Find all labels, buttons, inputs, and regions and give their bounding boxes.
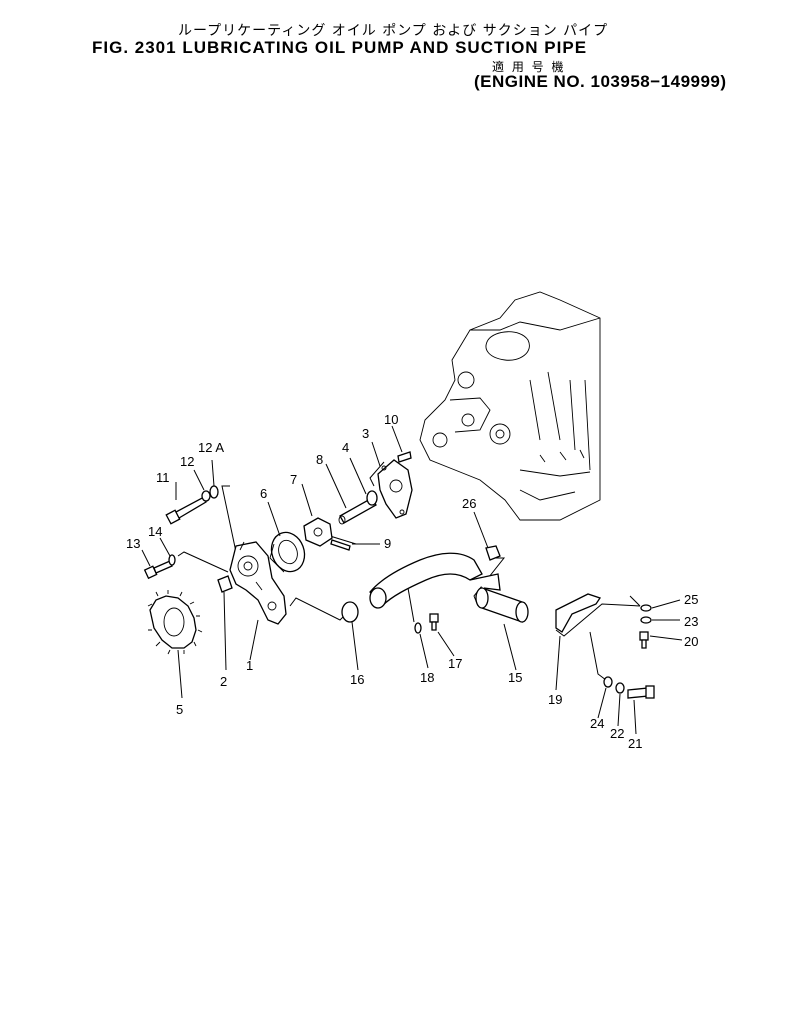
part-18-washer bbox=[414, 622, 422, 634]
callout-26: 26 bbox=[462, 496, 476, 511]
callout-7: 7 bbox=[290, 472, 297, 487]
part-23-washer bbox=[640, 616, 652, 624]
part-3-cover bbox=[377, 459, 413, 519]
part-7-inner-rotor bbox=[303, 517, 333, 547]
callout-21: 21 bbox=[628, 736, 642, 751]
callout-labels: 1 2 3 4 5 6 7 8 9 10 11 12 12 A 13 14 15… bbox=[126, 412, 698, 751]
callout-1: 1 bbox=[246, 658, 253, 673]
part-6-outer-rotor bbox=[269, 531, 306, 573]
callout-20: 20 bbox=[684, 634, 698, 649]
part-17-bolt bbox=[429, 613, 439, 631]
part-5-gear bbox=[147, 590, 203, 655]
part-24-washer bbox=[603, 676, 613, 688]
part-11-bolt bbox=[165, 496, 207, 525]
callout-9: 9 bbox=[384, 536, 391, 551]
part-8-shaft bbox=[338, 497, 377, 525]
callout-14: 14 bbox=[148, 524, 162, 539]
part-15-suction-pipe bbox=[369, 552, 529, 623]
callout-10: 10 bbox=[384, 412, 398, 427]
callout-25: 25 bbox=[684, 592, 698, 607]
callout-24: 24 bbox=[590, 716, 604, 731]
callout-6: 6 bbox=[260, 486, 267, 501]
figure-title: FIG. 2301 LUBRICATING OIL PUMP AND SUCTI… bbox=[92, 38, 588, 57]
part-2-bushing bbox=[217, 575, 233, 593]
applicability-label-japanese: 適 用 号 機 bbox=[492, 60, 566, 74]
figure-title-japanese: ループリケーティング オイル ポンプ および サクション パイプ bbox=[178, 23, 609, 39]
callout-23: 23 bbox=[684, 614, 698, 629]
part-1-pump-body bbox=[229, 541, 287, 625]
part-21-bolt bbox=[627, 685, 655, 699]
part-14-washer bbox=[168, 554, 176, 566]
part-10-dowel bbox=[397, 451, 412, 463]
part-12a-washer bbox=[209, 485, 219, 499]
engine-number-range: (ENGINE NO. 103958−149999) bbox=[474, 72, 727, 91]
part-13-bolt bbox=[143, 560, 173, 580]
callout-16: 16 bbox=[350, 672, 364, 687]
callout-19: 19 bbox=[548, 692, 562, 707]
callout-2: 2 bbox=[220, 674, 227, 689]
callout-13: 13 bbox=[126, 536, 140, 551]
callout-5: 5 bbox=[176, 702, 183, 717]
part-9-pin bbox=[330, 539, 351, 551]
callout-leaders bbox=[141, 425, 683, 735]
callout-12a: 12 A bbox=[198, 440, 224, 455]
part-26-nut bbox=[485, 545, 501, 561]
callout-8: 8 bbox=[316, 452, 323, 467]
callout-4: 4 bbox=[342, 440, 349, 455]
engine-block-illustration bbox=[419, 291, 601, 521]
callout-22: 22 bbox=[610, 726, 624, 741]
part-25-washer bbox=[640, 604, 652, 612]
part-20-bolt bbox=[639, 631, 649, 649]
part-16-o-ring bbox=[341, 601, 359, 623]
callout-3: 3 bbox=[362, 426, 369, 441]
callout-17: 17 bbox=[448, 656, 462, 671]
part-4-ring bbox=[366, 490, 378, 506]
part-12-washer bbox=[201, 490, 211, 502]
part-19-bracket bbox=[555, 593, 602, 633]
callout-18: 18 bbox=[420, 670, 434, 685]
callout-12: 12 bbox=[180, 454, 194, 469]
callout-15: 15 bbox=[508, 670, 522, 685]
part-22-washer bbox=[615, 682, 625, 694]
callout-11: 11 bbox=[156, 470, 170, 485]
